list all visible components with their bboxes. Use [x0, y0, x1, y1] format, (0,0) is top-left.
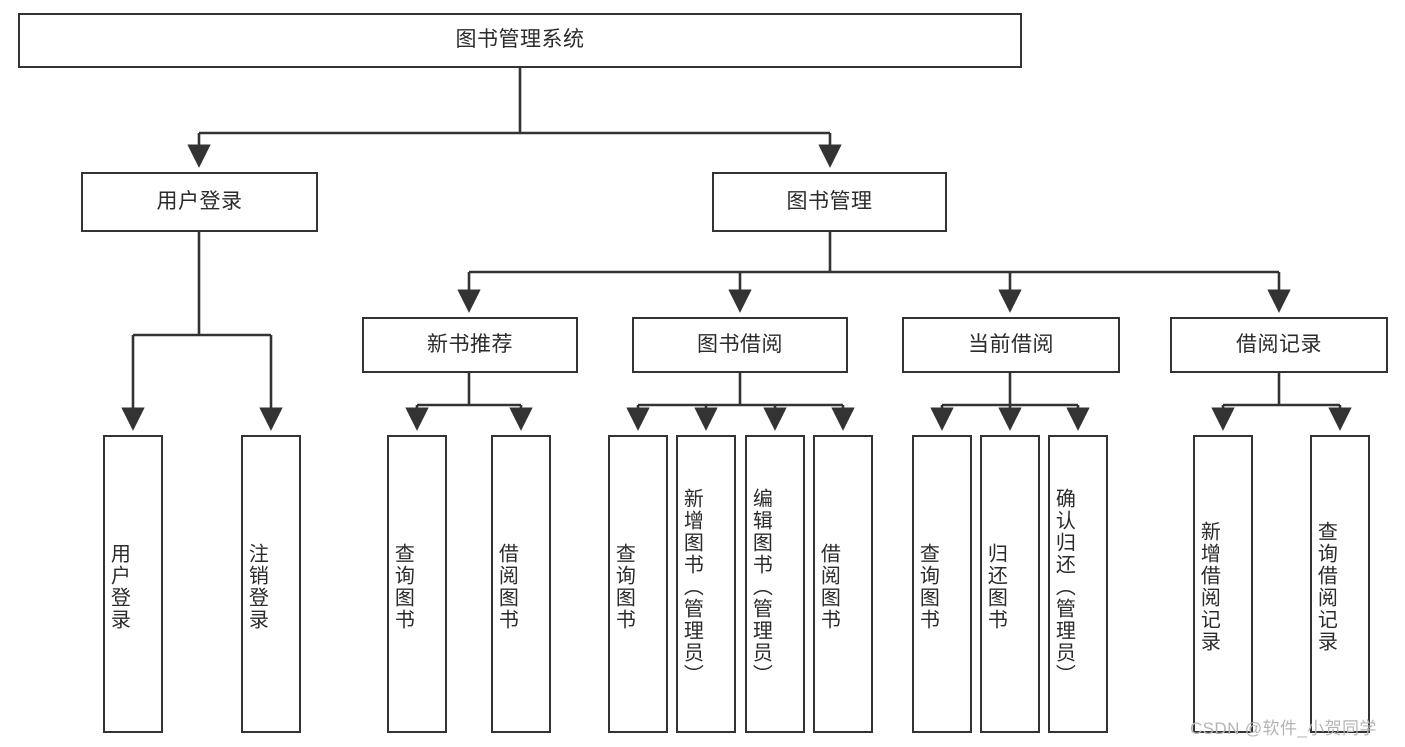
node-borrow-record[interactable]: 借阅记录	[1170, 317, 1388, 373]
node-leaf-borrow-book[interactable]: 借阅图书	[813, 435, 873, 733]
node-new-book-recommend[interactable]: 新书推荐	[362, 317, 578, 373]
node-label: 图书管理系统	[455, 28, 585, 52]
node-label: 查询图书	[391, 543, 414, 631]
node-label: 新增图书（管理员）	[680, 488, 703, 686]
node-leaf-borrow-book-recommend[interactable]: 借阅图书	[491, 435, 551, 733]
node-leaf-query-borrow-record[interactable]: 查询借阅记录	[1310, 435, 1370, 733]
node-label: 查询图书	[612, 543, 635, 631]
node-label: 当前借阅	[968, 332, 1054, 356]
node-root-book-management-system[interactable]: 图书管理系统	[18, 13, 1022, 68]
node-label: 用户登录	[156, 189, 243, 213]
node-leaf-add-book-admin[interactable]: 新增图书（管理员）	[676, 435, 736, 733]
node-leaf-user-login[interactable]: 用户登录	[103, 435, 163, 733]
node-book-borrow[interactable]: 图书借阅	[632, 317, 848, 373]
node-label: 图书借阅	[697, 332, 783, 356]
node-label: 注销登录	[245, 543, 268, 631]
node-label: 借阅图书	[817, 543, 840, 631]
node-leaf-edit-book-admin[interactable]: 编辑图书（管理员）	[745, 435, 805, 733]
node-label: 借阅记录	[1236, 332, 1322, 356]
node-book-management[interactable]: 图书管理	[712, 172, 947, 232]
watermark: CSDN @软件_小贺同学	[1190, 719, 1377, 738]
node-label: 借阅图书	[495, 543, 518, 631]
node-label: 用户登录	[107, 543, 130, 631]
node-leaf-logout[interactable]: 注销登录	[241, 435, 301, 733]
node-leaf-return-book[interactable]: 归还图书	[980, 435, 1040, 733]
node-label: 新增借阅记录	[1197, 521, 1220, 653]
node-user-login[interactable]: 用户登录	[81, 172, 318, 232]
node-label: 归还图书	[984, 543, 1007, 631]
node-leaf-query-book-borrow[interactable]: 查询图书	[608, 435, 668, 733]
node-label: 查询借阅记录	[1314, 521, 1337, 653]
node-leaf-add-borrow-record[interactable]: 新增借阅记录	[1193, 435, 1253, 733]
node-leaf-query-book-recommend[interactable]: 查询图书	[387, 435, 447, 733]
node-leaf-confirm-return-admin[interactable]: 确认归还（管理员）	[1048, 435, 1108, 733]
node-current-borrow[interactable]: 当前借阅	[902, 317, 1120, 373]
node-label: 新书推荐	[427, 332, 513, 356]
node-label: 确认归还（管理员）	[1052, 488, 1075, 686]
node-leaf-query-book-current[interactable]: 查询图书	[912, 435, 972, 733]
node-label: 查询图书	[916, 543, 939, 631]
node-label: 图书管理	[786, 189, 873, 213]
node-label: 编辑图书（管理员）	[749, 488, 772, 686]
